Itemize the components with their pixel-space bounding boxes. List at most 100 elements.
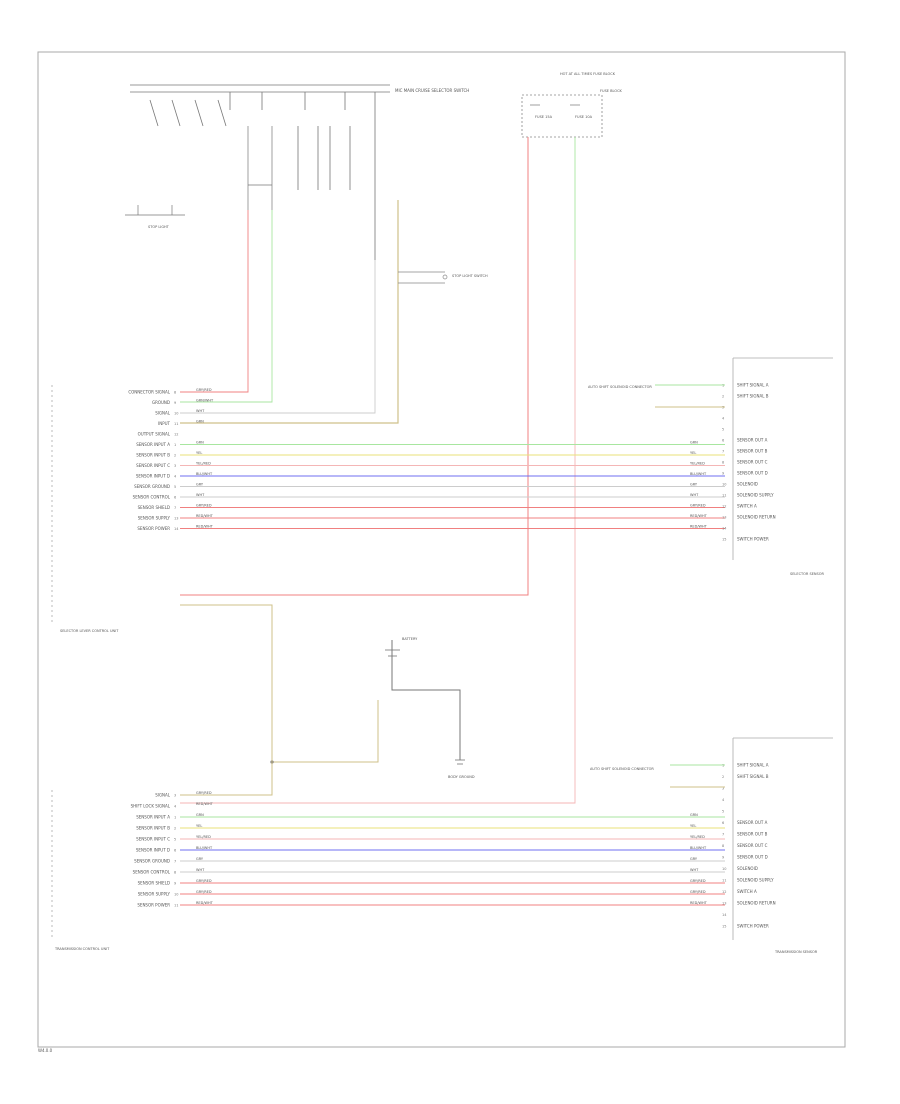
module-pin-number: 11 bbox=[174, 903, 178, 907]
wire-code-label: RED/WHT bbox=[196, 525, 214, 529]
wire-code-label: GRY/RED bbox=[196, 890, 212, 894]
module-pin-number: 9 bbox=[174, 401, 176, 405]
sensor-pin-number: 9 bbox=[722, 471, 724, 475]
module-pin-label: SENSOR SHIELD bbox=[138, 880, 170, 885]
module-pin-number: 8 bbox=[174, 390, 176, 394]
diagram-frame bbox=[37, 51, 846, 1048]
wire-code-label: GRY bbox=[196, 483, 204, 487]
module-pin-number: 4 bbox=[174, 474, 177, 478]
battery-label: BATTERY bbox=[402, 637, 418, 641]
sensor-pin-number: 10 bbox=[722, 867, 726, 871]
wire-code-label-right: BLU/WHT bbox=[690, 472, 707, 476]
wire-code-label-right: YEL bbox=[690, 451, 696, 455]
module-pin-number: 1 bbox=[174, 815, 176, 819]
sensor-pin-number: 7 bbox=[722, 449, 724, 453]
wire-switch-green bbox=[180, 210, 273, 403]
wire-code-label: YEL bbox=[196, 451, 202, 455]
module-pin-number: 11 bbox=[174, 422, 178, 426]
lower-sensor-label: TRANSMISSION SENSOR bbox=[774, 950, 818, 954]
wire-code-label-right: RED/WHT bbox=[690, 525, 708, 529]
sensor-pin-number: 12 bbox=[722, 504, 726, 508]
module-pin-number: 12 bbox=[174, 432, 178, 436]
battery-symbol bbox=[385, 649, 465, 765]
sensor-pin-number: 13 bbox=[722, 515, 726, 519]
module-pin-label: SENSOR GROUND bbox=[134, 484, 170, 489]
sensor-pin-label: SENSOR OUT A bbox=[737, 437, 768, 442]
module-pin-number: 6 bbox=[174, 495, 176, 499]
sensor-pin-number: 15 bbox=[722, 924, 726, 928]
sensor-pin-number: 4 bbox=[722, 416, 725, 420]
wire-battery bbox=[391, 640, 461, 760]
wire-code-label: GRY bbox=[196, 857, 204, 861]
wire-code-label: RED/WHT bbox=[196, 514, 214, 518]
sensor-pin-label: SWITCH A bbox=[737, 503, 757, 508]
wire-code-label-right: RED/WHT bbox=[690, 514, 708, 518]
sensor-pin-number: 6 bbox=[722, 438, 724, 442]
wire-code-label: GRN bbox=[196, 441, 204, 445]
wire-code-label: WHT bbox=[196, 868, 205, 872]
sensor-pin-label: SWITCH A bbox=[737, 889, 757, 894]
wire-code-label: YEL/RED bbox=[196, 835, 211, 839]
wire-code-label-right: YEL/RED bbox=[690, 462, 705, 466]
sensor-pin-label: SENSOR OUT D bbox=[737, 854, 768, 859]
sensor-pin-label: SENSOR OUT A bbox=[737, 820, 768, 825]
wire-code-label-right: GRN bbox=[690, 441, 698, 445]
sensor-pin-number: 5 bbox=[722, 809, 724, 813]
module-pin-number: 7 bbox=[174, 506, 176, 510]
module-pin-label: SENSOR INPUT B bbox=[136, 452, 170, 457]
sensor-pin-number: 4 bbox=[722, 798, 725, 802]
wire-code-label-right: RED/WHT bbox=[690, 901, 708, 905]
wire-code-label-right: GRY/RED bbox=[690, 504, 706, 508]
module-pin-label: SENSOR INPUT C bbox=[136, 836, 170, 841]
module-pin-label: SENSOR SUPPLY bbox=[138, 515, 171, 520]
module-pin-label: GROUND bbox=[152, 400, 170, 405]
wire-code-label: RED/WHT bbox=[196, 901, 214, 905]
sensor-pin-label: SENSOR OUT B bbox=[737, 448, 768, 453]
module-pin-label: SENSOR INPUT D bbox=[136, 473, 170, 478]
lower-sensor-side-label: AUTO SHIFT SOLENOID CONNECTOR bbox=[590, 767, 654, 771]
module-pin-label: SENSOR INPUT A bbox=[136, 814, 170, 819]
wire-code-label-right: GRY bbox=[690, 483, 698, 487]
wire-code-label-right: GRY/RED bbox=[690, 890, 706, 894]
sensor-pin-label: SENSOR OUT C bbox=[737, 843, 768, 848]
sensor-pin-label: SENSOR OUT C bbox=[737, 459, 768, 464]
module-pin-number: 10 bbox=[174, 411, 178, 415]
wire-code-label: GRY/RED bbox=[196, 879, 212, 883]
upper-bus: GRNYELYEL/REDBLU/WHTGRYWHTGRY/REDRED/WHT… bbox=[180, 441, 725, 530]
sensor-pin-label: SOLENOID SUPPLY bbox=[737, 492, 774, 497]
sensor-pin-number: 2 bbox=[722, 394, 724, 398]
module-pin-label: SHIFT LOCK SIGNAL bbox=[131, 803, 171, 808]
sensor-pin-number: 15 bbox=[722, 537, 726, 541]
fuse-a-label: FUSE 15A bbox=[535, 115, 553, 119]
upper-sensor-label: SELECTOR SENSOR bbox=[790, 572, 825, 576]
sensor-pin-label: SWITCH POWER bbox=[737, 923, 769, 928]
wire-code-label: GRN/WHT bbox=[196, 399, 214, 403]
wire-code-label: BLU/WHT bbox=[196, 472, 213, 476]
module-pin-label: CONNECTOR SIGNAL bbox=[128, 389, 170, 394]
module-pin-number: 6 bbox=[174, 848, 176, 852]
module-pin-number: 2 bbox=[174, 826, 176, 830]
wire-code-label: YEL bbox=[196, 824, 202, 828]
wire-code-label-right: GRY/RED bbox=[690, 879, 706, 883]
sensor-pin-label: SHIFT SIGNAL A bbox=[737, 382, 769, 387]
wire-code-label: GRY/RED bbox=[196, 791, 212, 795]
lower-bus: GRNYELYEL/REDBLU/WHTGRYWHTGRY/REDGRY/RED… bbox=[180, 813, 725, 906]
wire-switch-yellow bbox=[180, 200, 399, 424]
ground-label: BODY GROUND bbox=[448, 775, 475, 779]
brake-switch-label: STOP LIGHT SWITCH bbox=[452, 274, 488, 278]
sensor-pin-number: 8 bbox=[722, 844, 724, 848]
wire-code-label-right: YEL/RED bbox=[690, 835, 705, 839]
sensor-pin-label: SOLENOID bbox=[737, 866, 758, 871]
sensor-pin-number: 12 bbox=[722, 890, 726, 894]
selector-switch-label: MIC MAIN CRUISE SELECTOR SWITCH bbox=[395, 88, 469, 93]
sensor-pin-number: 11 bbox=[722, 493, 726, 497]
sensor-pin-label: SOLENOID SUPPLY bbox=[737, 877, 774, 882]
module-pin-label: SENSOR INPUT C bbox=[136, 463, 170, 468]
sensor-pin-number: 9 bbox=[722, 855, 724, 859]
footer-code: W4.0.0 bbox=[38, 1048, 53, 1053]
upper-sensor bbox=[732, 357, 833, 560]
sensor-pin-label: SOLENOID RETURN bbox=[737, 900, 776, 905]
module-pin-number: 10 bbox=[174, 892, 178, 896]
